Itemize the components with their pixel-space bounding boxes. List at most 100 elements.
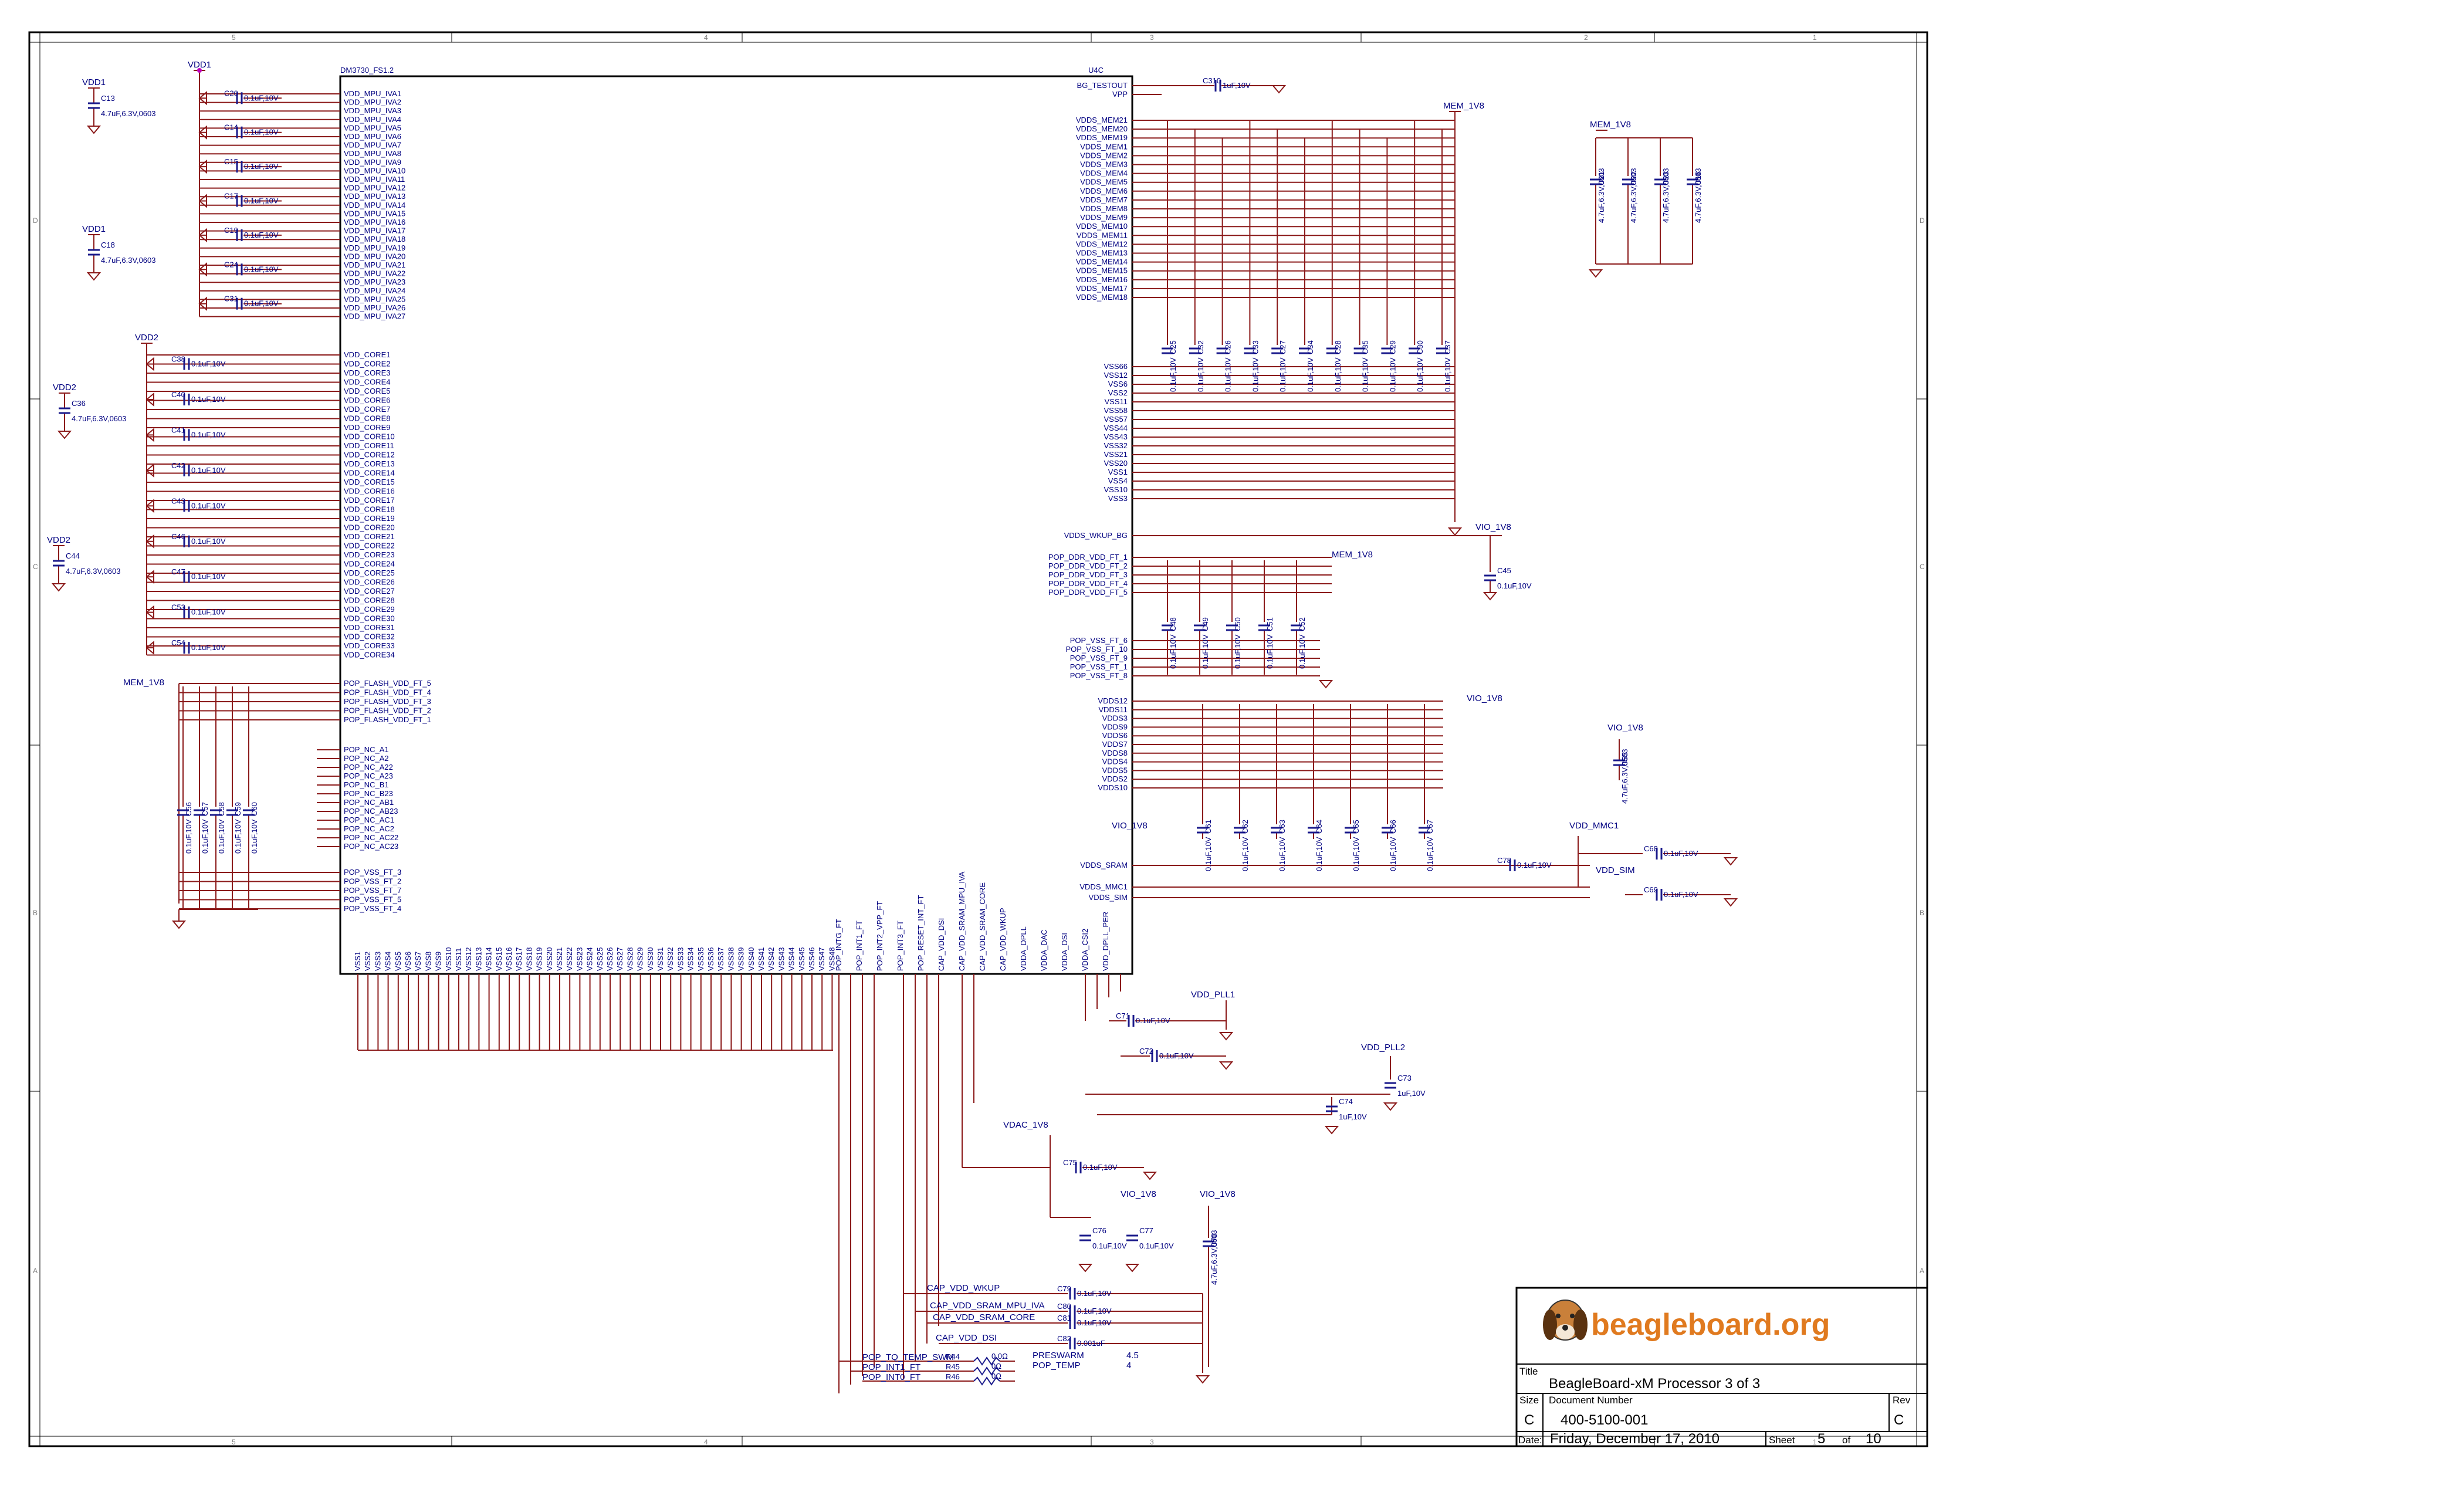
capacitor-value: 0.1uF,10V <box>1083 1163 1118 1172</box>
pin-name: VDD_MPU_IVA3 <box>344 106 401 115</box>
pin-name: VDD_CORE18 <box>344 505 395 514</box>
pin-name: VDD_CORE3 <box>344 368 390 377</box>
capacitor-ref: C33 <box>1251 340 1260 354</box>
pin-name: VDD_MPU_IVA23 <box>344 278 405 286</box>
pin-name: VDD_CORE27 <box>344 587 395 595</box>
capacitor-value: 0.1uF,10V <box>191 608 226 617</box>
text-label: VDD2 <box>135 333 158 343</box>
capacitor-value: 0.1uF,10V <box>191 466 226 475</box>
capacitor-value: 0.1uF,10V <box>1361 357 1370 392</box>
date-value: Friday, December 17, 2010 <box>1550 1431 1720 1447</box>
pin-name: VSS12 <box>464 948 473 971</box>
pin-name: VDDS_MEM3 <box>1080 160 1128 169</box>
pin-name: VDD_CORE23 <box>344 550 395 559</box>
capacitor-value: 0.1uF,10V <box>244 231 279 239</box>
capacitor-ref: C78 <box>1497 856 1511 865</box>
pin-name: VDD_CORE12 <box>344 451 395 459</box>
pin-name: POP_NC_A1 <box>344 745 389 754</box>
ground-symbol <box>1383 1102 1398 1111</box>
sheet-border <box>28 31 1928 1447</box>
capacitor-ref: C66 <box>1389 820 1397 834</box>
pin-name: VDDS_MEM7 <box>1080 195 1128 204</box>
pin-name: VDD_CORE8 <box>344 414 390 423</box>
pin-name: VDD_CORE16 <box>344 487 395 496</box>
capacitor-value: 0.1uF,10V <box>1443 357 1452 392</box>
capacitor-ref: C20 <box>224 89 238 97</box>
capacitor-value: 0.1uF,10V <box>1092 1241 1127 1250</box>
capacitor-ref: C82 <box>1057 1334 1071 1343</box>
pin-name: VDD_CORE10 <box>344 432 395 441</box>
capacitor-ref: C22 <box>1629 171 1638 185</box>
text-label: VIO_1V8 <box>1475 522 1511 532</box>
pin-name: VSS29 <box>636 948 645 971</box>
capacitor-value: 0.1uF,10V <box>1077 1307 1112 1315</box>
grid-row-label: B <box>33 909 38 917</box>
ground-symbol <box>1195 1375 1210 1384</box>
ic-part-label: DM3730_FS1.2 <box>340 66 394 75</box>
of-caption: of <box>1842 1434 1850 1446</box>
capacitor-value: 0.1uF,10V <box>201 819 209 854</box>
capacitor-value: 0.1uF,10V <box>191 537 226 546</box>
capacitor-value: 4.7uF,6.3V,0603 <box>66 567 121 576</box>
pin-name: VSS20 <box>545 948 554 971</box>
pin-name: BG_TESTOUT <box>1077 81 1128 90</box>
capacitor-value: 4.7uF,6.3V,0603 <box>1597 168 1606 224</box>
pin-name: VSS13 <box>474 948 483 971</box>
capacitor-ref: C62 <box>1241 820 1250 834</box>
capacitor-value: 0.1uF,10V <box>1077 1289 1112 1298</box>
document-number: 400-5100-001 <box>1561 1412 1648 1428</box>
capacitor-value: 4.7uF,6.3V,0603 <box>101 109 156 118</box>
pin-name: VSS31 <box>656 948 665 971</box>
capacitor-ref: C24 <box>224 260 238 269</box>
pin-name: VDD_CORE13 <box>344 459 395 468</box>
capacitor-value: 0.1uF,10V <box>250 819 259 854</box>
pin-name: VSS66 <box>1104 362 1128 371</box>
pin-name: VDDS_MEM15 <box>1076 266 1128 275</box>
pin-name: POP_FLASH_VDD_FT_2 <box>344 706 431 715</box>
pin-name: POP_INT1_FT <box>855 921 864 971</box>
capacitor-ref: C38 <box>171 355 185 364</box>
size-value: C <box>1524 1412 1534 1428</box>
capacitor-value: 0.1uF,10V <box>217 819 226 854</box>
pin-name: POP_INT3_FT <box>896 921 905 971</box>
pin-name: VDD_MPU_IVA1 <box>344 89 401 98</box>
capacitor-ref: C65 <box>1352 820 1360 834</box>
capacitor-ref: C77 <box>1139 1226 1153 1235</box>
capacitor-ref: C32 <box>1196 340 1205 354</box>
capacitor-value: 0.1uF,10V <box>1204 837 1213 871</box>
capacitor-value: 0.1uF,10V <box>1664 890 1698 899</box>
pin-name: VSS11 <box>1104 397 1128 406</box>
capacitors: C200.1uF,10VC140.1uF,10VC150.1uF,10VC170… <box>53 76 1703 1386</box>
capacitor-ref: C18 <box>101 241 115 249</box>
capacitor-value: 0.1uF,10V <box>1201 634 1210 669</box>
pin-name: VSS15 <box>495 948 503 971</box>
capacitor-ref: C47 <box>171 567 185 576</box>
pin-name: POP_RESET_INT_FT <box>916 895 925 971</box>
pin-name: POP_NC_B1 <box>344 780 389 789</box>
title-block: beagleboard.org Title BeagleBoard-xM Pro… <box>1515 1287 1928 1447</box>
capacitor-value: 0.1uF,10V <box>1136 1016 1170 1025</box>
size-caption: Size <box>1519 1395 1539 1406</box>
capacitor-ref: C58 <box>217 802 226 816</box>
capacitor-value: 0.1uF,10V <box>244 299 279 308</box>
pin-name: VSS3 <box>373 952 382 971</box>
pin-name: VDD_MPU_IVA16 <box>344 218 405 226</box>
pin-name: VSS3 <box>1108 494 1128 503</box>
pin-name: VDDS3 <box>1102 714 1128 723</box>
pin-name: VDDS_MMC1 <box>1079 882 1128 891</box>
pin-name: VDDA_DAC <box>1040 929 1048 971</box>
pin-name: VDD_MPU_IVA8 <box>344 149 401 158</box>
pin-name: VPP <box>1112 90 1128 99</box>
pin-name: VDD_MPU_IVA13 <box>344 192 405 201</box>
pin-name: VDDS_MEM21 <box>1076 116 1128 124</box>
capacitor-ref: C63 <box>1278 820 1287 834</box>
capacitor-ref: C35 <box>1361 340 1370 354</box>
resistor-ref: R44 <box>946 1352 960 1361</box>
grid-col-label: 5 <box>232 33 236 42</box>
ground-symbol <box>1723 898 1738 907</box>
pin-name: VDD_CORE30 <box>344 614 395 623</box>
pin-name: POP_FLASH_VDD_FT_3 <box>344 697 431 706</box>
pin-name: VSS37 <box>716 948 725 971</box>
pin-name: VDD_CORE29 <box>344 605 395 614</box>
ground-symbol <box>1324 1126 1339 1135</box>
